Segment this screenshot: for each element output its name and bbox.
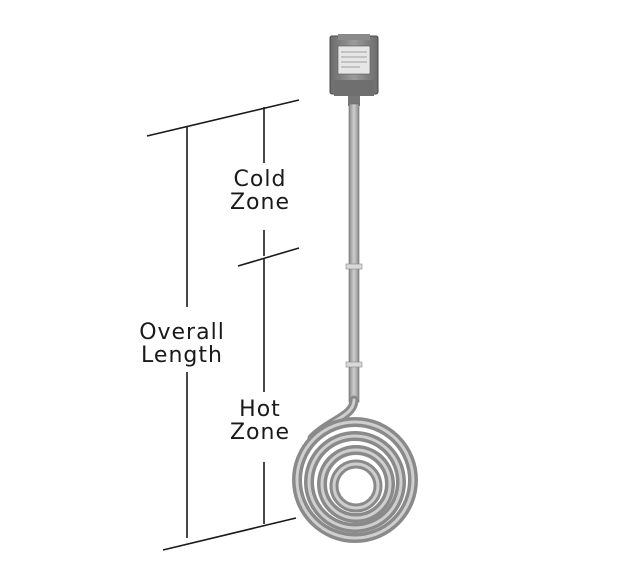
- zone-divider-line: [237, 247, 300, 267]
- hot-zone-label-line1: Hot: [239, 397, 281, 422]
- cold-zone-label: Cold Zone: [216, 168, 304, 214]
- terminal-box: [329, 34, 379, 106]
- overall-length-label-line2: Length: [141, 343, 223, 368]
- overall-length-label-line1: Overall: [139, 320, 225, 345]
- sheath-clip-lower: [345, 361, 363, 368]
- label-plate: [337, 45, 371, 75]
- cold-zone-label-line2: Zone: [229, 190, 290, 215]
- hot-zone-label-line2: Zone: [229, 420, 290, 445]
- heater-sheath: [348, 103, 360, 403]
- cold-zone-label-line1: Cold: [233, 167, 287, 192]
- top-reference-line: [146, 99, 300, 137]
- heater-coil: [292, 417, 418, 543]
- bottom-reference-line: [162, 517, 297, 551]
- dimension-lines: [146, 99, 300, 551]
- overall-length-label: Overall Length: [124, 321, 240, 367]
- hot-zone-label: Hot Zone: [216, 398, 304, 444]
- sheath-clip-upper: [345, 263, 363, 270]
- heater: [292, 34, 418, 543]
